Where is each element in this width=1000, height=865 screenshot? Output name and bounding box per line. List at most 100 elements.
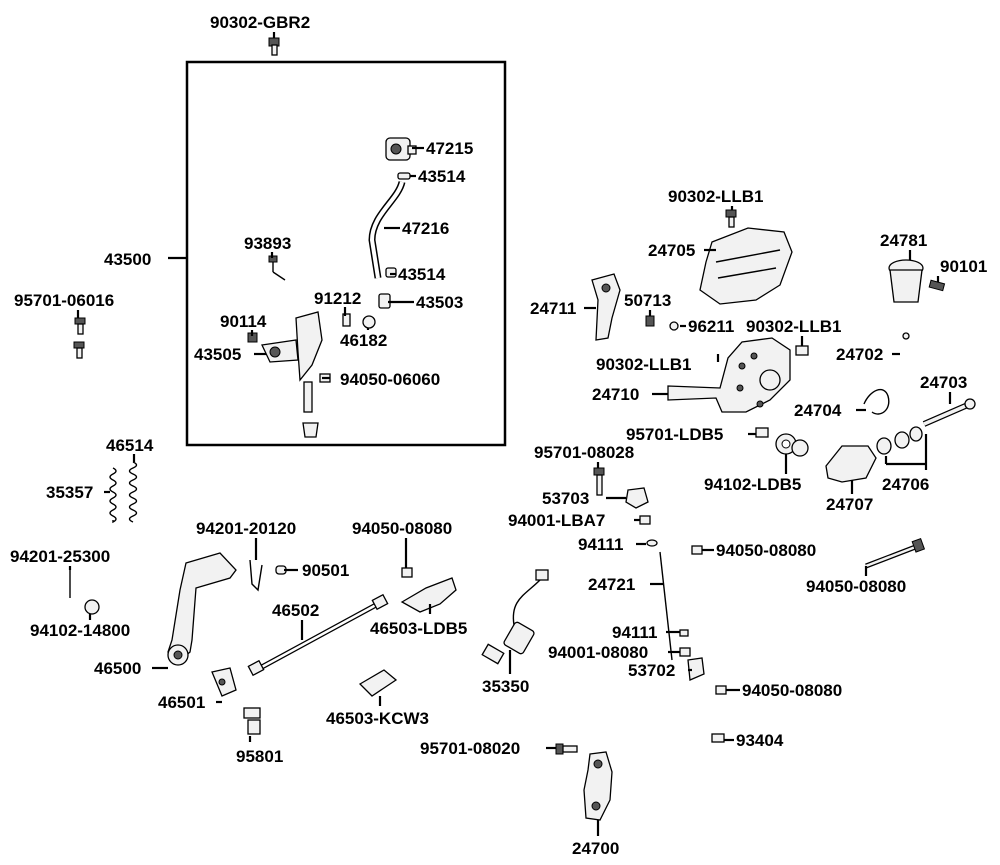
label-90501: 90501: [302, 561, 349, 580]
nut-icon: [691, 545, 703, 555]
screw-icon: [645, 315, 655, 327]
label-24710: 24710: [592, 385, 639, 404]
ring-icon: [362, 315, 376, 329]
nut-icon: [401, 567, 413, 578]
label-91212: 91212: [314, 289, 361, 308]
nut-icon: [639, 515, 651, 525]
lever-icon: [591, 273, 621, 341]
shaft-icon: [922, 398, 976, 427]
label-35350: 35350: [482, 677, 529, 696]
label-24700: 24700: [572, 839, 619, 858]
bolt-icon: [725, 209, 737, 228]
label-94001-08080: 94001-08080: [548, 643, 648, 662]
screw-icon: [928, 279, 946, 292]
label-24702: 24702: [836, 345, 883, 364]
bolt-icon: [268, 255, 286, 281]
bolt-icon: [795, 345, 809, 356]
bolt-icon: [555, 743, 578, 755]
label-24704: 24704: [794, 401, 842, 420]
label-95701-08028: 95701-08028: [534, 443, 634, 462]
label-46502: 46502: [272, 601, 319, 620]
label-24711: 24711: [530, 299, 576, 318]
label-50713: 50713: [624, 291, 671, 310]
label-90101: 90101: [940, 257, 987, 276]
label-95701-06016: 95701-06016: [14, 291, 114, 310]
label-24703: 24703: [920, 373, 967, 392]
label-94102-14800: 94102-14800: [30, 621, 130, 640]
bolt-icon: [865, 538, 926, 569]
washer-icon: [84, 599, 100, 615]
label-94050-08080-lower: 94050-08080: [742, 681, 842, 700]
clip-icon: [385, 267, 397, 278]
seal-icon: [342, 313, 351, 327]
label-94111-lower: 94111: [612, 623, 657, 642]
label-47215: 47215: [426, 139, 473, 158]
label-47216: 47216: [402, 219, 449, 238]
label-94201-20120: 94201-20120: [196, 519, 296, 538]
washer-icon: [791, 439, 809, 457]
lever-icon: [583, 751, 613, 821]
clip-icon: [397, 172, 411, 180]
pedal-icon: [167, 552, 237, 666]
label-90114: 90114: [220, 312, 267, 331]
bolt-icon: [755, 427, 769, 438]
spring-icon: [109, 461, 138, 524]
boot-icon: [302, 422, 319, 438]
collar-icon: [876, 426, 923, 455]
yoke-icon: [211, 667, 237, 697]
meter-head-icon: [385, 137, 417, 161]
joint-icon: [625, 487, 649, 509]
label-94001-lba7: 94001-LBA7: [508, 511, 605, 530]
label-24707: 24707: [826, 495, 873, 514]
washer-icon: [669, 321, 679, 331]
rod-icon: [659, 551, 673, 661]
bracket-icon: [358, 669, 398, 697]
switch-icon: [481, 569, 549, 665]
leader-lines: [68, 32, 952, 836]
bracket-icon: [400, 577, 457, 613]
label-43514-lower: 43514: [398, 265, 446, 284]
label-90302-llb1-right: 90302-LLB1: [746, 317, 841, 336]
label-90302-gbr2: 90302-GBR2: [210, 13, 310, 32]
label-46503-kcw3: 46503-KCW3: [326, 709, 429, 728]
nut-icon: [679, 647, 691, 657]
rod-icon: [303, 381, 313, 413]
label-53703: 53703: [542, 489, 589, 508]
label-95701-ldb5: 95701-LDB5: [626, 425, 723, 444]
label-94050-08080-mid: 94050-08080: [716, 541, 816, 560]
label-24781: 24781: [880, 231, 927, 250]
label-94050-08080-bolt: 94050-08080: [806, 577, 906, 596]
label-46514: 46514: [106, 436, 154, 455]
inset-frame: [185, 60, 507, 447]
label-24705: 24705: [648, 241, 695, 260]
label-95801: 95801: [236, 747, 283, 766]
knob-icon: [888, 259, 924, 303]
bolt-icon: [593, 467, 605, 496]
label-43505: 43505: [194, 345, 241, 364]
label-90302-llb1-top: 90302-LLB1: [668, 187, 763, 206]
label-94050-06060: 94050-06060: [340, 370, 440, 389]
label-94111-upper: 94111: [578, 535, 623, 554]
label-93893: 93893: [244, 234, 291, 253]
spring-icon: [863, 388, 890, 415]
label-94201-25300: 94201-25300: [10, 547, 110, 566]
label-46182: 46182: [340, 331, 387, 350]
cable-icon: [247, 593, 389, 677]
nut-icon: [715, 685, 727, 695]
label-96211: 96211: [688, 317, 734, 336]
label-90302-llb1-left: 90302-LLB1: [596, 355, 691, 374]
part-labels: 90302-GBR2 43500 47215 43514 47216 43514…: [10, 13, 987, 858]
clip-icon: [679, 629, 689, 637]
bracket-icon: [825, 445, 877, 483]
label-94050-08080-cable: 94050-08080: [352, 519, 452, 538]
bracket-icon: [261, 311, 323, 382]
label-95701-08020: 95701-08020: [420, 739, 520, 758]
bolt-icon: [73, 317, 86, 359]
plug-icon: [711, 733, 725, 743]
clip-icon: [646, 539, 658, 547]
label-46503-ldb5: 46503-LDB5: [370, 619, 467, 638]
label-35357: 35357: [46, 483, 93, 502]
label-24721: 24721: [588, 575, 635, 594]
cover-icon: [699, 227, 793, 305]
